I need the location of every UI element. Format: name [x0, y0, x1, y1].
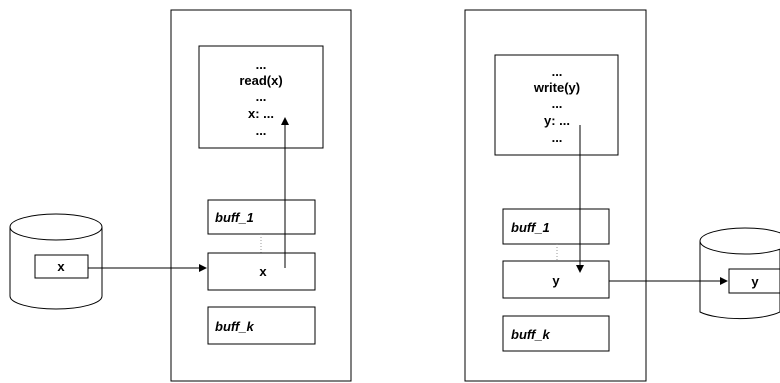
buffer-first-write [502, 208, 610, 245]
code-line-var-x: x: ... [248, 106, 274, 121]
code-box-write [494, 54, 619, 156]
buffer-last-read-label: buff_k [215, 319, 255, 334]
buffer-last-write [502, 315, 610, 352]
buffer-last-read [207, 306, 316, 345]
disk-item-x-label: x [57, 259, 65, 274]
buffer-data-write-label: y [552, 273, 560, 288]
memory-frame-write [464, 9, 647, 382]
buffer-data-read-label: x [259, 264, 267, 279]
code-box-read [198, 45, 324, 149]
buffer-data-read [207, 252, 316, 291]
buffer-data-write [502, 260, 610, 299]
memory-frame-read [170, 9, 352, 382]
code-line-5: ... [552, 130, 563, 145]
buffer-first-read-label: buff_1 [215, 210, 254, 225]
code-line-5: ... [256, 123, 267, 138]
code-line-read-call: read(x) [239, 73, 282, 88]
code-line-3: ... [552, 96, 563, 111]
buffer-first-write-label: buff_1 [511, 220, 550, 235]
buffer-last-write-label: buff_k [511, 327, 551, 342]
buffer-first-read [207, 199, 316, 235]
code-line-write-call: write(y) [533, 80, 580, 95]
code-line-var-y: y: ... [544, 113, 570, 128]
code-line-1: ... [552, 64, 563, 79]
disk-item-y [728, 268, 780, 294]
disk-item-y-label: y [751, 274, 759, 289]
code-line-3: ... [256, 89, 267, 104]
code-line-1: ... [256, 57, 267, 72]
disk-item-x [34, 254, 89, 279]
